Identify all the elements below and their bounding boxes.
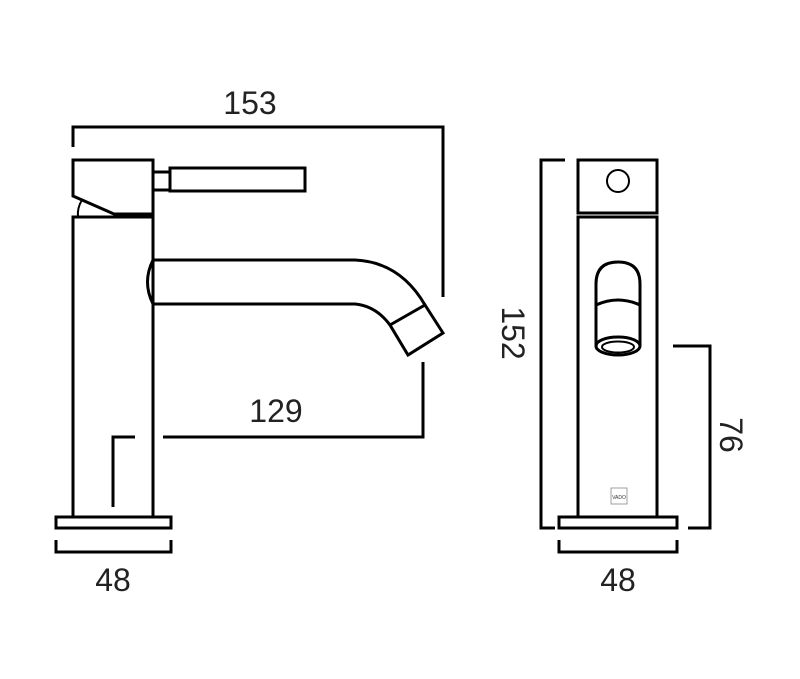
dimension-line-base-width-front	[557, 540, 679, 554]
lever-rod	[168, 166, 307, 193]
handle-head	[576, 158, 659, 215]
spout-aerator	[387, 302, 446, 358]
brand-logo-text: VADO	[612, 495, 626, 501]
dimension-label-base-width: 48	[95, 562, 131, 598]
spout-front	[594, 260, 642, 346]
dimension-label-overall-length: 153	[223, 85, 276, 121]
dimension-line-base-width	[54, 540, 173, 554]
front-view: 152 VADO 76 48	[495, 158, 749, 598]
lever-socket	[606, 169, 630, 193]
brand-logo	[610, 487, 628, 505]
side-view: 153 129 48	[54, 85, 446, 598]
dimension-label-spout-height: 76	[713, 417, 749, 453]
dimension-label-base-width-front: 48	[600, 562, 636, 598]
dimension-label-overall-height: 152	[495, 306, 531, 359]
lever-handle-body	[71, 158, 155, 216]
handle-collar-arc	[76, 199, 83, 218]
aerator-outlet-inner	[601, 340, 635, 354]
dimension-line-overall-height	[539, 158, 565, 530]
dimension-line-overall-length	[71, 125, 445, 297]
aerator-outlet-outer	[594, 335, 642, 357]
dimension-line-spout-reach	[111, 362, 425, 507]
tap-base	[54, 515, 173, 530]
spout	[146, 258, 427, 326]
tap-base-front	[557, 515, 679, 530]
dimension-label-spout-reach: 129	[249, 393, 302, 429]
dimension-line-spout-height	[673, 344, 712, 530]
lever-connector	[151, 170, 172, 192]
